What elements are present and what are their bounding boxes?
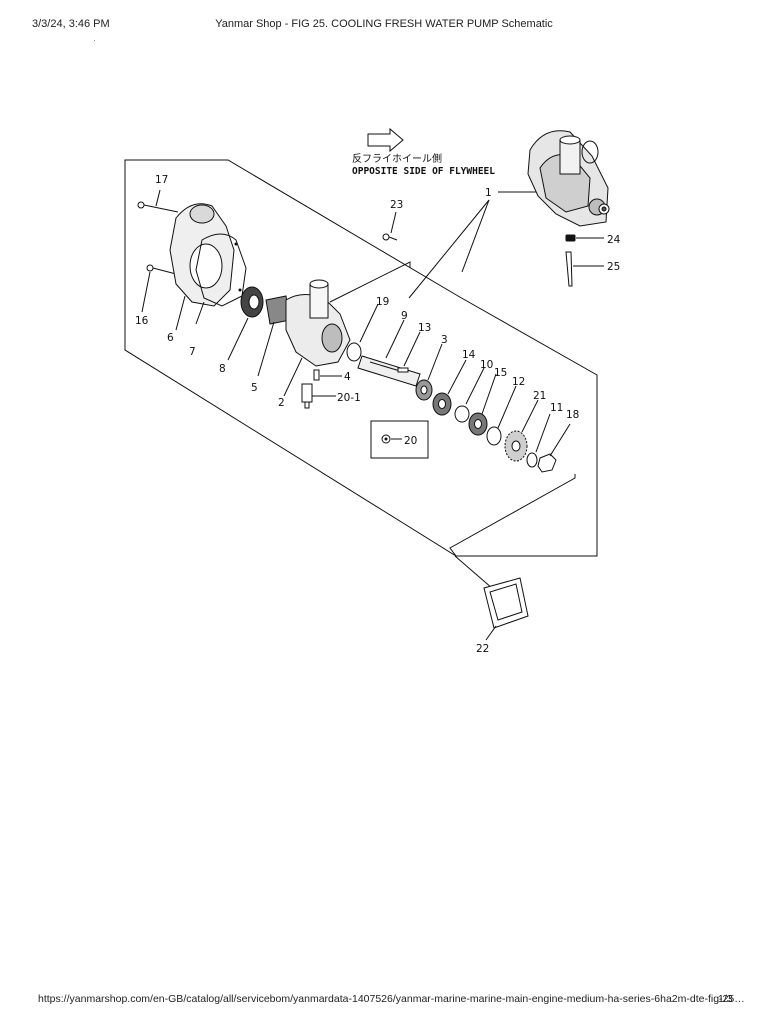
- spacer-part-10: [454, 405, 470, 423]
- shaft-part-9: [357, 355, 421, 387]
- gasket-part-22: [483, 577, 529, 629]
- label-part-7: 7: [189, 346, 196, 358]
- orientation-arrow-icon: [367, 127, 404, 153]
- washer-part-24: [565, 234, 576, 242]
- bearing-part-15: [468, 412, 488, 436]
- label-part-13: 13: [418, 322, 431, 334]
- bolt-part-16: [146, 264, 177, 275]
- label-part-23: 23: [390, 199, 403, 211]
- page-number: 1/3: [718, 993, 733, 1005]
- label-part-15: 15: [494, 367, 507, 379]
- part-20-box: [370, 420, 429, 459]
- page-title: Yanmar Shop - FIG 25. COOLING FRESH WATE…: [215, 18, 553, 30]
- key-part-13: [397, 367, 409, 373]
- note-japanese: 反フライホイール側: [352, 152, 442, 165]
- label-part-9: 9: [401, 310, 408, 322]
- plug-part-20: [381, 434, 391, 444]
- label-part-22: 22: [476, 643, 489, 655]
- label-part-12: 12: [512, 376, 525, 388]
- nut-part-18: [537, 453, 557, 473]
- print-datetime: 3/3/24, 3:46 PM: [32, 18, 110, 30]
- assembled-pump-part-1: [527, 130, 610, 227]
- stray-dot: [94, 40, 95, 41]
- label-part-20: 20: [404, 435, 417, 447]
- label-part-3: 3: [441, 334, 448, 346]
- bearing-part-3: [415, 379, 433, 401]
- label-part-8: 8: [219, 363, 226, 375]
- exploded-view-frame: [124, 159, 598, 557]
- label-part-14: 14: [462, 349, 476, 361]
- bolt-part-17: [137, 201, 179, 213]
- gear-part-21: [504, 430, 528, 462]
- drain-cock-part-20-1: [301, 383, 313, 409]
- label-part-6: 6: [167, 332, 174, 344]
- label-part-10: 10: [480, 359, 493, 371]
- label-part-5: 5: [251, 382, 258, 394]
- label-part-1: 1: [485, 187, 492, 199]
- bolt-part-23: [382, 233, 398, 241]
- label-part-25: 25: [607, 261, 620, 273]
- snap-ring-part-12: [486, 426, 502, 446]
- note-english: OPPOSITE SIDE OF FLYWHEEL: [352, 166, 495, 177]
- source-url: https://yanmarshop.com/en-GB/catalog/all…: [38, 993, 745, 1005]
- pin-part-25: [565, 251, 573, 287]
- bearing-part-14: [432, 392, 452, 416]
- gasket-part-7: [195, 233, 247, 307]
- washer-part-11: [526, 452, 538, 468]
- label-part-16: 16: [135, 315, 149, 327]
- pump-body-part-2: [285, 279, 351, 367]
- label-part-17: 17: [155, 174, 168, 186]
- pin-part-4: [313, 369, 320, 381]
- label-part-4: 4: [344, 371, 351, 383]
- label-part-19: 19: [376, 296, 389, 308]
- label-part-20-1: 20-1: [337, 392, 361, 404]
- label-part-11: 11: [550, 402, 563, 414]
- label-part-18: 18: [566, 409, 579, 421]
- impeller-part-8: [240, 286, 264, 318]
- label-part-24: 24: [607, 234, 621, 246]
- label-part-2: 2: [278, 397, 285, 409]
- label-part-21: 21: [533, 390, 546, 402]
- o-ring-part-19: [346, 342, 362, 362]
